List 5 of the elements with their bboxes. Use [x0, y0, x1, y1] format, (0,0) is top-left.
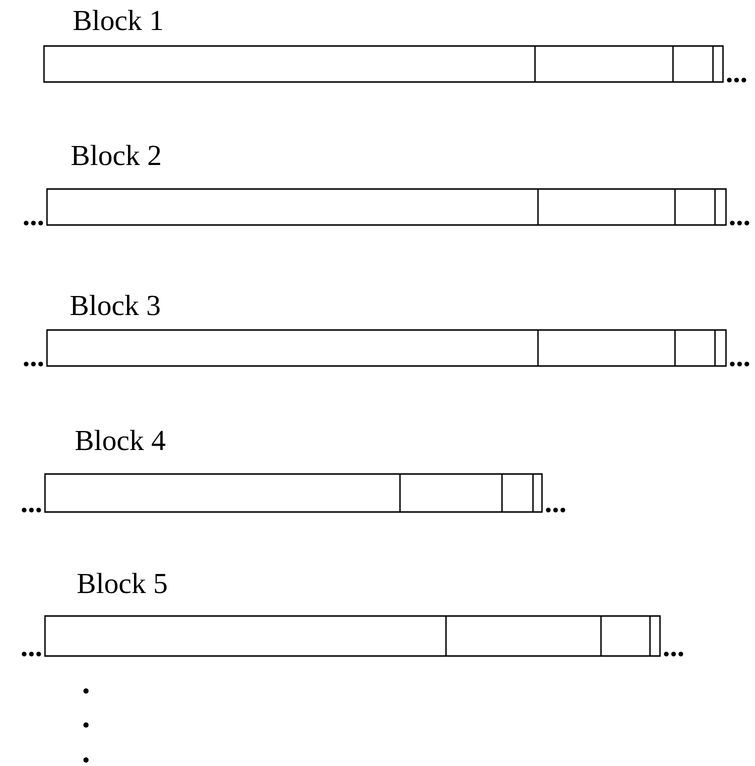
block-heading: Block 3	[70, 294, 160, 316]
block-heading: Block 1	[74, 10, 162, 30]
block-heading: Block 2	[72, 144, 160, 166]
block-heading: Block 4	[76, 430, 166, 450]
block-heading: Block 5	[78, 572, 167, 594]
